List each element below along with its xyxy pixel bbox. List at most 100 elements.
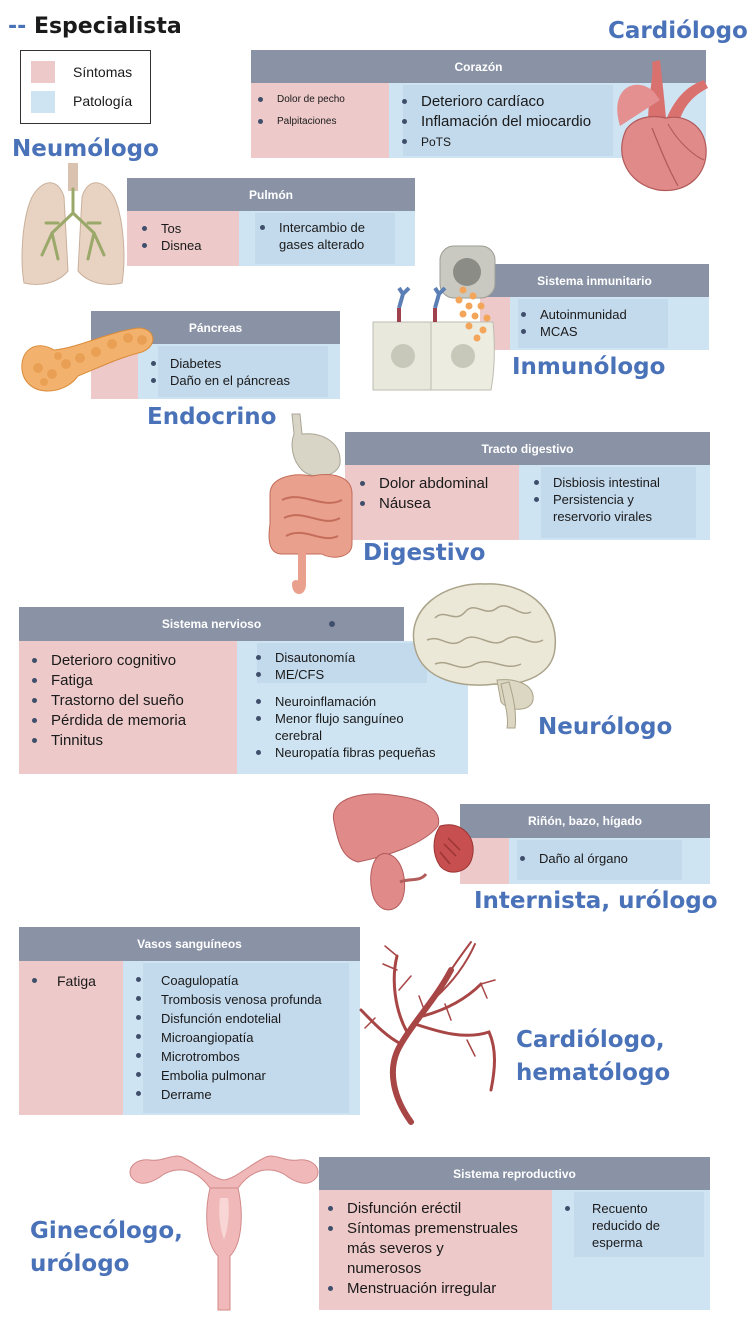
card-digestivo: Tracto digestivo Dolor abdominal Náusea … [345,432,710,540]
card-pulmon-pathology-list: Intercambio de gases alterado [257,219,377,253]
page-title: -- Especialista [8,14,182,39]
pancreas-illustration [21,327,154,392]
card-vasos-pathology: Coagulopatía Trombosis venosa profunda D… [123,961,360,1115]
card-digestivo-symptoms: Dolor abdominal Náusea [345,465,519,540]
specialist-cardio-hema-line2: hematólogo [516,1060,671,1086]
symptom-item: Disfunción eréctil [325,1199,525,1219]
card-inmune-pathology: Autoinmunidad MCAS [510,297,709,350]
digestive-illustration [268,413,353,594]
card-digestivo-header: Tracto digestivo [345,432,710,465]
pathology-item: Trombosis venosa profunda [133,990,322,1009]
pathology-item: Neuroinflamación [253,693,453,710]
legend-symptoms-label: Síntomas [73,64,133,80]
pathology-item: Derrame [133,1085,322,1104]
symptom-item: Palpitaciones [255,111,345,133]
card-reproductivo-symptom-list: Disfunción eréctil Síntomas premenstrual… [325,1199,525,1299]
pathology-item: Menor flujo sanguíneo cerebral [253,710,418,744]
pathology-item: Recuento reducido de esperma [562,1200,682,1251]
specialist-cardio-hema-line1: Cardiólogo, [516,1027,665,1053]
card-pulmon-symptoms: Tos Disnea [127,211,239,266]
pathology-item: Disbiosis intestinal [531,474,691,491]
card-digestivo-pathology-list: Disbiosis intestinal Persistencia y rese… [531,474,691,525]
card-reproductivo-header: Sistema reproductivo [319,1157,710,1190]
card-nervioso-symptom-list: Deterioro cognitivo Fatiga Trastorno del… [29,651,186,751]
legend-pathology-label: Patología [73,93,133,109]
card-rinon: Riñón, bazo, hígado Daño al órgano [460,804,710,884]
brain-illustration [412,583,556,729]
card-reproductivo-pathology: Recuento reducido de esperma [552,1190,710,1310]
card-digestivo-symptom-list: Dolor abdominal Náusea [357,474,488,514]
liver-kidney-illustration [333,793,474,911]
specialist-endocrino: Endocrino [147,404,277,430]
symptom-item: Dolor de pecho [255,89,345,111]
symptom-item: Tos [139,220,201,237]
symptom-item: Trastorno del sueño [29,691,186,711]
card-nervioso-header: Sistema nervioso [19,607,404,641]
lungs-illustration [21,163,125,285]
card-vasos-pathology-list: Coagulopatía Trombosis venosa profunda D… [133,971,322,1104]
uterus-illustration [129,1155,319,1311]
pathology-item: Daño en el páncreas [148,372,290,389]
specialist-neurologo: Neurólogo [538,714,673,740]
pathology-item: MCAS [518,323,627,340]
legend-symptoms-swatch [31,61,55,83]
pathology-item: Disautonomía [253,649,355,666]
symptom-item: Dolor abdominal [357,474,488,494]
card-inmune-header: Sistema inmunitario [480,264,709,297]
symptom-item: Tinnitus [29,731,186,751]
card-vasos: Vasos sanguíneos Fatiga Coagulopatía Tro… [19,927,360,1115]
specialist-inmunologo: Inmunólogo [512,354,666,380]
card-pulmon-symptom-list: Tos Disnea [139,220,201,254]
card-pulmon-pathology: Intercambio de gases alterado [239,211,415,266]
symptom-item: Fatiga [29,671,186,691]
card-nervioso-symptoms: Deterioro cognitivo Fatiga Trastorno del… [19,641,237,774]
card-corazon-pathology-list: Deterioro cardíaco Inflamación del mioca… [399,92,591,152]
specialist-neumologo: Neumólogo [12,136,159,162]
specialist-gine-line1: Ginecólogo, [30,1218,183,1244]
legend: Síntomas Patología [20,50,151,124]
pathology-item: Persistencia y reservorio virales [531,491,691,525]
pathology-item: Neuropatía fibras pequeñas [253,744,453,761]
pathology-item: Coagulopatía [133,971,322,990]
card-vasos-symptoms: Fatiga [19,961,123,1115]
symptom-item: Pérdida de memoria [29,711,186,731]
pathology-item: Inflamación del miocardio [399,112,591,132]
pathology-item: Autoinmunidad [518,306,627,323]
card-inmune: Sistema inmunitario Autoinmunidad MCAS [480,264,709,350]
symptom-item: Disnea [139,237,201,254]
legend-pathology-swatch [31,91,55,113]
card-vasos-symptom-list: Fatiga [29,971,96,991]
card-nervioso-pathology-list: Neuroinflamación Menor flujo sanguíneo c… [253,693,453,761]
specialist-internista: Internista, urólogo [474,888,718,914]
card-inmune-pathology-list: Autoinmunidad MCAS [518,306,627,340]
pathology-item: Daño al órgano [517,850,628,867]
card-rinon-header: Riñón, bazo, hígado [460,804,710,838]
card-corazon-header: Corazón [251,50,706,83]
pathology-item: ME/CFS [253,666,355,683]
symptom-item: Menstruación irregular [325,1279,525,1299]
title-text: Especialista [33,14,182,39]
symptom-item: Náusea [357,494,488,514]
blood-vessels-illustration [359,941,496,1125]
heart-illustration [617,60,708,192]
card-pancreas: Páncreas Diabetes Daño en el páncreas [91,311,340,399]
title-dashes: -- [8,14,27,39]
pathology-item: Microangiopatía [133,1028,322,1047]
immune-cells-illustration [372,245,496,391]
pathology-item: Microtrombos [133,1047,322,1066]
specialist-digestivo: Digestivo [363,540,486,566]
card-corazon-symptom-list: Dolor de pecho Palpitaciones [255,89,345,133]
card-reproductivo: Sistema reproductivo Disfunción eréctil … [319,1157,710,1310]
card-nervioso-pathology-top-list: Disautonomía ME/CFS [253,649,355,683]
pathology-item: Disfunción endotelial [133,1009,322,1028]
card-vasos-header: Vasos sanguíneos [19,927,360,961]
header-dot [329,621,335,627]
specialist-cardiologo: Cardiólogo [608,18,748,44]
pathology-item: Intercambio de gases alterado [257,219,377,253]
symptom-item: Síntomas premenstruales más severos y nu… [325,1219,520,1279]
card-nervioso: Sistema nervioso Deterioro cognitivo Fat… [19,607,468,774]
pathology-item: PoTS [399,132,591,152]
specialist-gine-line2: urólogo [30,1251,130,1277]
symptom-item: Fatiga [29,971,96,991]
card-digestivo-pathology: Disbiosis intestinal Persistencia y rese… [519,465,710,540]
